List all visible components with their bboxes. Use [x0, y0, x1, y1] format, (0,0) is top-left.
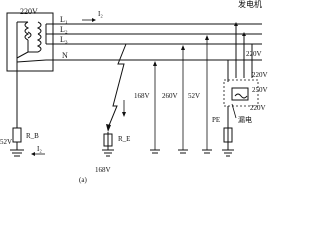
transformer-box — [6, 12, 54, 72]
current-label-top: I₂ — [98, 10, 103, 18]
circuit-diagram: 发电机 220V L₁ L₂ L₃ N I₂ R_E 168V — [0, 0, 268, 184]
voltage-box-right-1: 220V — [246, 50, 262, 58]
voltage-mid-260: 260V — [162, 92, 178, 100]
label-pe: PE — [212, 116, 220, 124]
voltage-left: 52V — [0, 138, 12, 146]
voltage-arrow-168 — [150, 61, 160, 154]
label-rb: R_B — [26, 132, 39, 140]
voltage-mid-52: 52V — [188, 92, 200, 100]
transformer-voltage: 220V — [20, 7, 38, 16]
voltage-mid-168: 168V — [134, 92, 150, 100]
label-n: N — [62, 51, 68, 60]
header-text: 发电机 — [238, 0, 262, 9]
voltage-arrow-260 — [178, 45, 188, 154]
label-l3: L₃ — [60, 35, 68, 44]
equipment-box — [223, 79, 259, 107]
rb-ground — [10, 142, 24, 157]
voltage-box-right-3: 250V — [252, 86, 268, 94]
figure-caption: (a) — [79, 176, 87, 184]
pe-ground — [222, 127, 234, 157]
voltage-box-right-2: 220V — [252, 71, 268, 79]
resistor-re — [103, 133, 113, 147]
resistor-rb — [12, 127, 22, 143]
fault-strike — [107, 43, 127, 129]
voltage-arrow-52 — [202, 35, 212, 154]
current-label-bottom-left: I₂ — [37, 145, 42, 153]
transformer-coils — [16, 21, 42, 62]
voltage-fault-ground: 168V — [95, 166, 111, 174]
fault-ground — [102, 132, 114, 157]
label-leak: 漏电 — [238, 115, 252, 124]
voltage-box-right-4: 220V — [250, 104, 266, 112]
equipment-motor — [231, 87, 249, 101]
label-re: R_E — [118, 135, 130, 143]
label-l1: L₁ — [60, 15, 68, 24]
label-l2: L₂ — [60, 25, 68, 34]
